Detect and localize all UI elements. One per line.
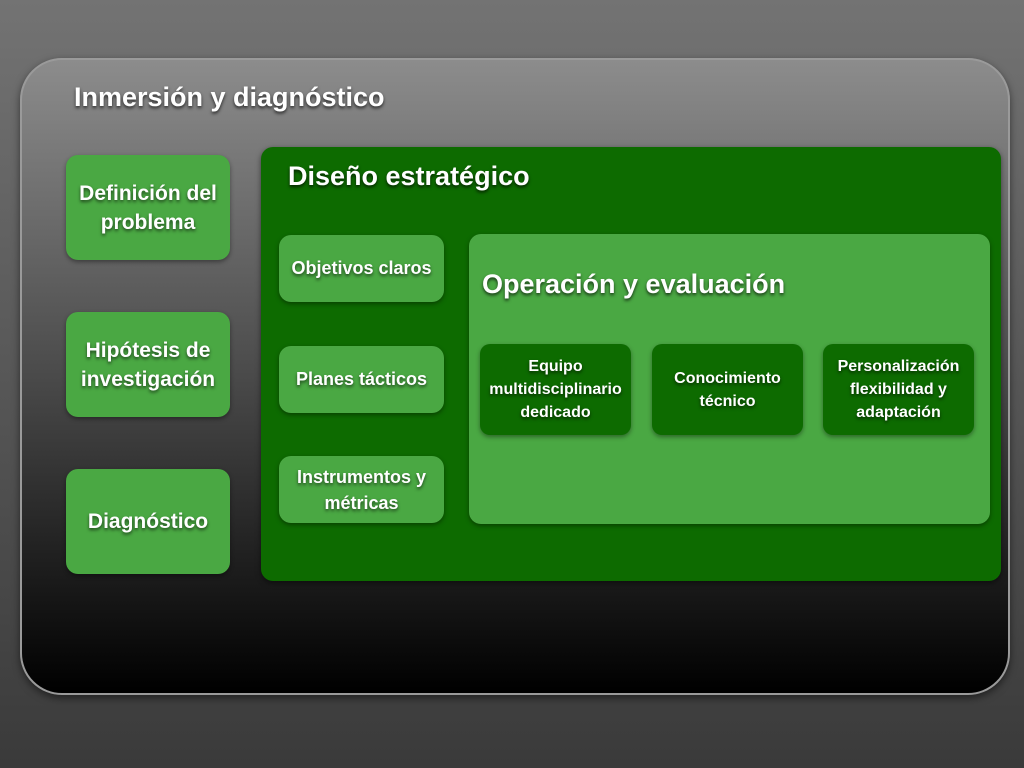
box-equipo: Equipo multidisciplinario dedicado xyxy=(480,344,631,435)
inmersion-title: Inmersión y diagnóstico xyxy=(74,82,385,112)
box-diagnostico: Diagnóstico xyxy=(66,469,230,574)
box-objetivos: Objetivos claros xyxy=(279,235,444,302)
box-instrumentos: Instrumentos y métricas xyxy=(279,456,444,523)
box-conocimiento: Conocimiento técnico xyxy=(652,344,803,435)
operacion-title: Operación y evaluación xyxy=(482,269,786,299)
box-personalizacion: Personalización flexibilidad y adaptació… xyxy=(823,344,974,435)
box-hipotesis: Hipótesis de investigación xyxy=(66,312,230,417)
diseno-title: Diseño estratégico xyxy=(288,161,530,191)
box-definicion-problema: Definición del problema xyxy=(66,155,230,260)
box-planes: Planes tácticos xyxy=(279,346,444,413)
